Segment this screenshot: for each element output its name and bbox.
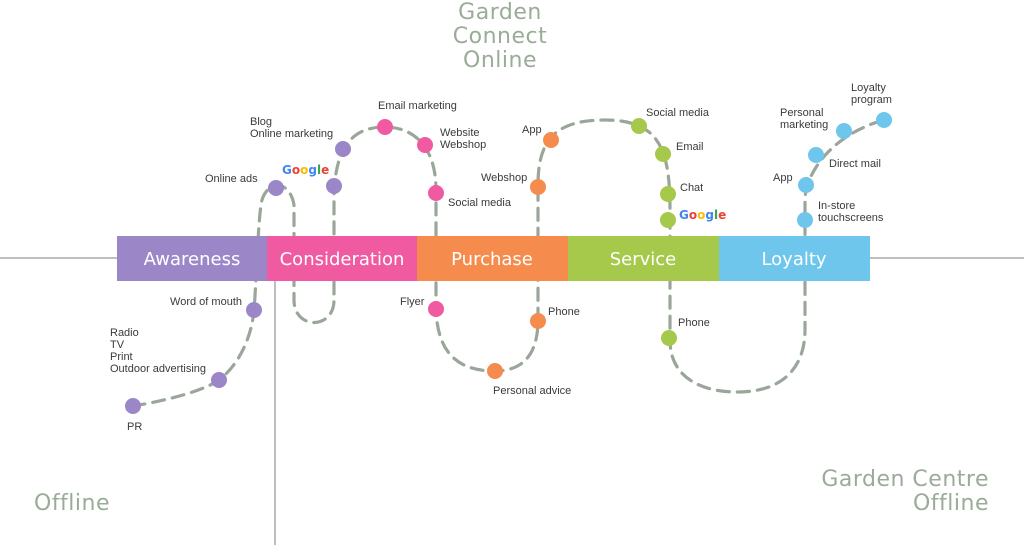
label-social-media: Social media [448, 197, 512, 209]
label-personal-advice: Personal advice [493, 385, 571, 397]
touchpoint-website-webshop [417, 137, 433, 153]
label-email-marketing: Email marketing [378, 100, 457, 112]
garden-centre-offline-heading: Garden Centre Offline [821, 468, 989, 516]
label-word-of-mouth: Word of mouth [170, 296, 242, 308]
touchpoint-phone [530, 313, 546, 329]
label-email: Email [676, 141, 704, 153]
label-webshop-purchase: Webshop [481, 172, 527, 184]
touchpoint-phone-service [661, 330, 677, 346]
stage-loyalty-label: Loyalty [761, 249, 826, 270]
label-app-loyalty: App [773, 172, 793, 184]
touchpoint-chat [660, 186, 676, 202]
label-online-ads: Online ads [205, 173, 258, 185]
touchpoint-google-service [660, 212, 676, 228]
touchpoint-in-store-touchscreens [797, 212, 813, 228]
google-logo-consideration: Google [282, 163, 329, 177]
stage-purchase [417, 236, 568, 281]
label-loyalty-line2: program [851, 94, 892, 106]
touchpoint-app [543, 132, 559, 148]
label-print: Print [110, 351, 133, 363]
stage-awareness [117, 236, 267, 281]
touchpoint-flyer [428, 301, 444, 317]
label-webshop: Webshop [440, 139, 486, 151]
label-personal-marketing-line2: marketing [780, 119, 828, 131]
label-loyalty-line1: Loyalty [851, 82, 886, 94]
touchpoint-social-media-service [631, 118, 647, 134]
label-radio: Radio [110, 327, 139, 339]
stage-purchase-label: Purchase [451, 249, 533, 270]
touchpoint-direct-mail [808, 147, 824, 163]
label-outdoor-advertising: Outdoor advertising [110, 363, 206, 375]
label-tv: TV [110, 339, 125, 351]
touchpoint-personal-marketing [836, 123, 852, 139]
stage-loyalty [719, 236, 870, 281]
consideration-touchpoints: Blog Online marketing Email marketing We… [250, 100, 512, 317]
stage-service [568, 236, 719, 281]
stage-consideration-label: Consideration [280, 249, 405, 270]
touchpoint-online-ads [268, 180, 284, 196]
label-website: Website [440, 127, 480, 139]
touchpoint-pr [125, 398, 141, 414]
label-in-store-line1: In-store [818, 200, 855, 212]
online-heading-line1: Garden Connect [452, 0, 548, 49]
touchpoint-word-of-mouth [246, 302, 262, 318]
touchpoint-personal-advice [487, 363, 503, 379]
online-heading-line2: Online [463, 48, 537, 73]
touchpoint-app-loyalty [798, 177, 814, 193]
label-phone-service: Phone [678, 317, 710, 329]
touchpoint-email-marketing [377, 119, 393, 135]
touchpoint-webshop [530, 179, 546, 195]
label-in-store-line2: touchscreens [818, 212, 884, 224]
garden-centre-heading-line2: Offline [912, 491, 989, 516]
label-phone-purchase: Phone [548, 306, 580, 318]
touchpoint-google-search [326, 178, 342, 194]
label-direct-mail: Direct mail [829, 158, 881, 170]
label-blog: Blog [250, 116, 272, 128]
stage-bar: Awareness Consideration Purchase Service… [117, 236, 870, 281]
touchpoint-social-media [428, 185, 444, 201]
google-logo-service: Google [679, 208, 726, 222]
offline-heading-left: Offline [34, 491, 111, 516]
garden-centre-heading-line1: Garden Centre [821, 467, 989, 492]
awareness-touchpoints: PR Radio TV Print Outdoor advertising Wo… [110, 173, 284, 433]
touchpoint-blog-online-marketing [335, 141, 351, 157]
label-flyer: Flyer [400, 296, 425, 308]
touchpoint-loyalty-program [876, 112, 892, 128]
loyalty-touchpoints: Loyalty program Personal marketing Direc… [773, 82, 892, 228]
label-chat: Chat [680, 182, 703, 194]
stage-service-label: Service [610, 249, 677, 270]
journey-path [131, 118, 886, 408]
service-touchpoints: Social media Email Chat Phone Google [631, 107, 726, 346]
label-pr: PR [127, 421, 142, 433]
label-online-marketing: Online marketing [250, 128, 333, 140]
touchpoint-traditional-media [211, 372, 227, 388]
touchpoint-email [655, 146, 671, 162]
online-heading: Garden Connect Online [420, 1, 580, 73]
label-personal-marketing-line1: Personal [780, 107, 823, 119]
label-app-purchase: App [522, 124, 542, 136]
stage-awareness-label: Awareness [144, 249, 241, 270]
stage-consideration [267, 236, 417, 281]
label-social-media-service: Social media [646, 107, 710, 119]
purchase-touchpoints: App Webshop Phone Personal advice [481, 124, 580, 397]
